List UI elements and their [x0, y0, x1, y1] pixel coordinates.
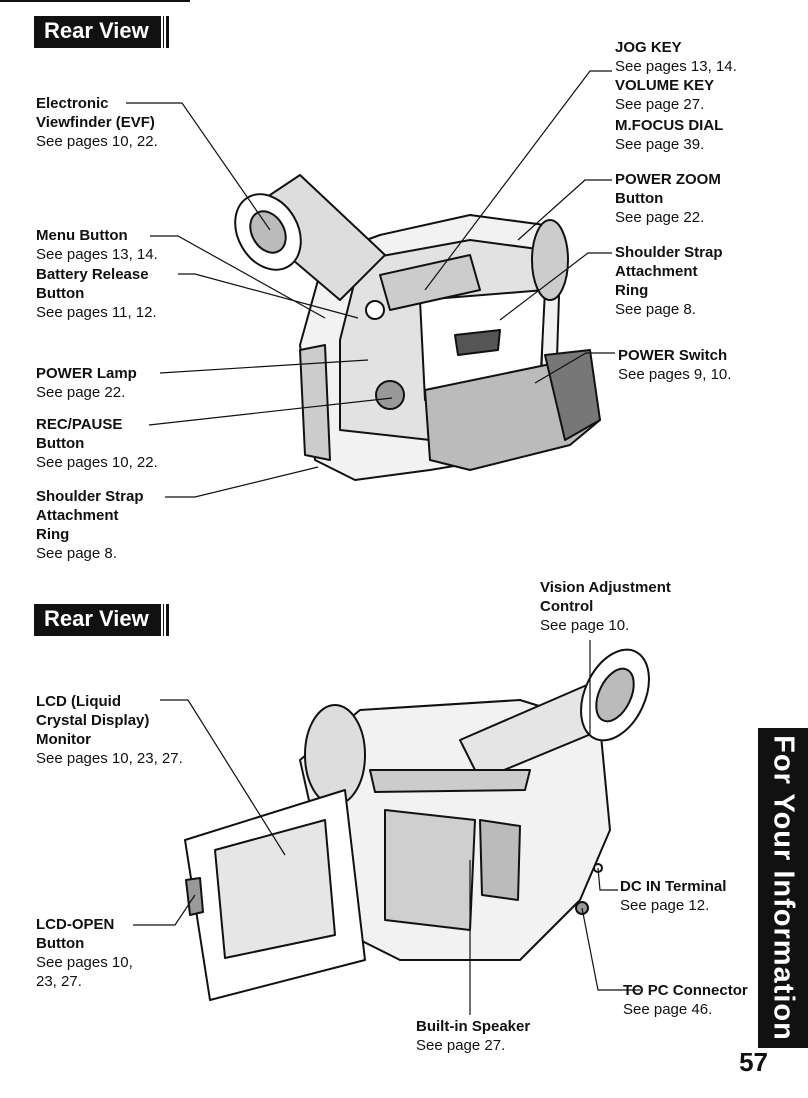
leader-lcd-open — [133, 894, 196, 926]
section-heading-rear-view-2: Rear View — [34, 604, 166, 636]
page-number: 57 — [739, 1047, 768, 1077]
top-rule — [0, 0, 190, 2]
leader-rec-pause — [148, 397, 393, 426]
leader-power-switch — [534, 352, 615, 384]
leader-battery-release — [178, 273, 359, 319]
side-tab-text: For Your Information — [767, 735, 800, 1041]
leader-power-zoom — [517, 179, 612, 241]
camcorder-rear-top-illustration — [234, 174, 601, 481]
leader-jog-key — [424, 70, 612, 291]
leader-to-pc — [581, 907, 640, 991]
leader-power-lamp — [159, 359, 369, 374]
leader-shoulder-strap-top — [499, 252, 612, 321]
section-heading-rear-view-1: Rear View — [34, 16, 166, 48]
leader-lcd-monitor — [160, 699, 286, 856]
leader-menu-button — [150, 235, 326, 319]
leader-shoulder-strap-bottom — [165, 466, 319, 498]
leader-evf — [126, 102, 271, 231]
side-tab: For Your Information — [758, 728, 808, 1048]
leader-dc-in — [597, 867, 618, 891]
camcorder-lcd-illustration — [184, 648, 650, 1001]
